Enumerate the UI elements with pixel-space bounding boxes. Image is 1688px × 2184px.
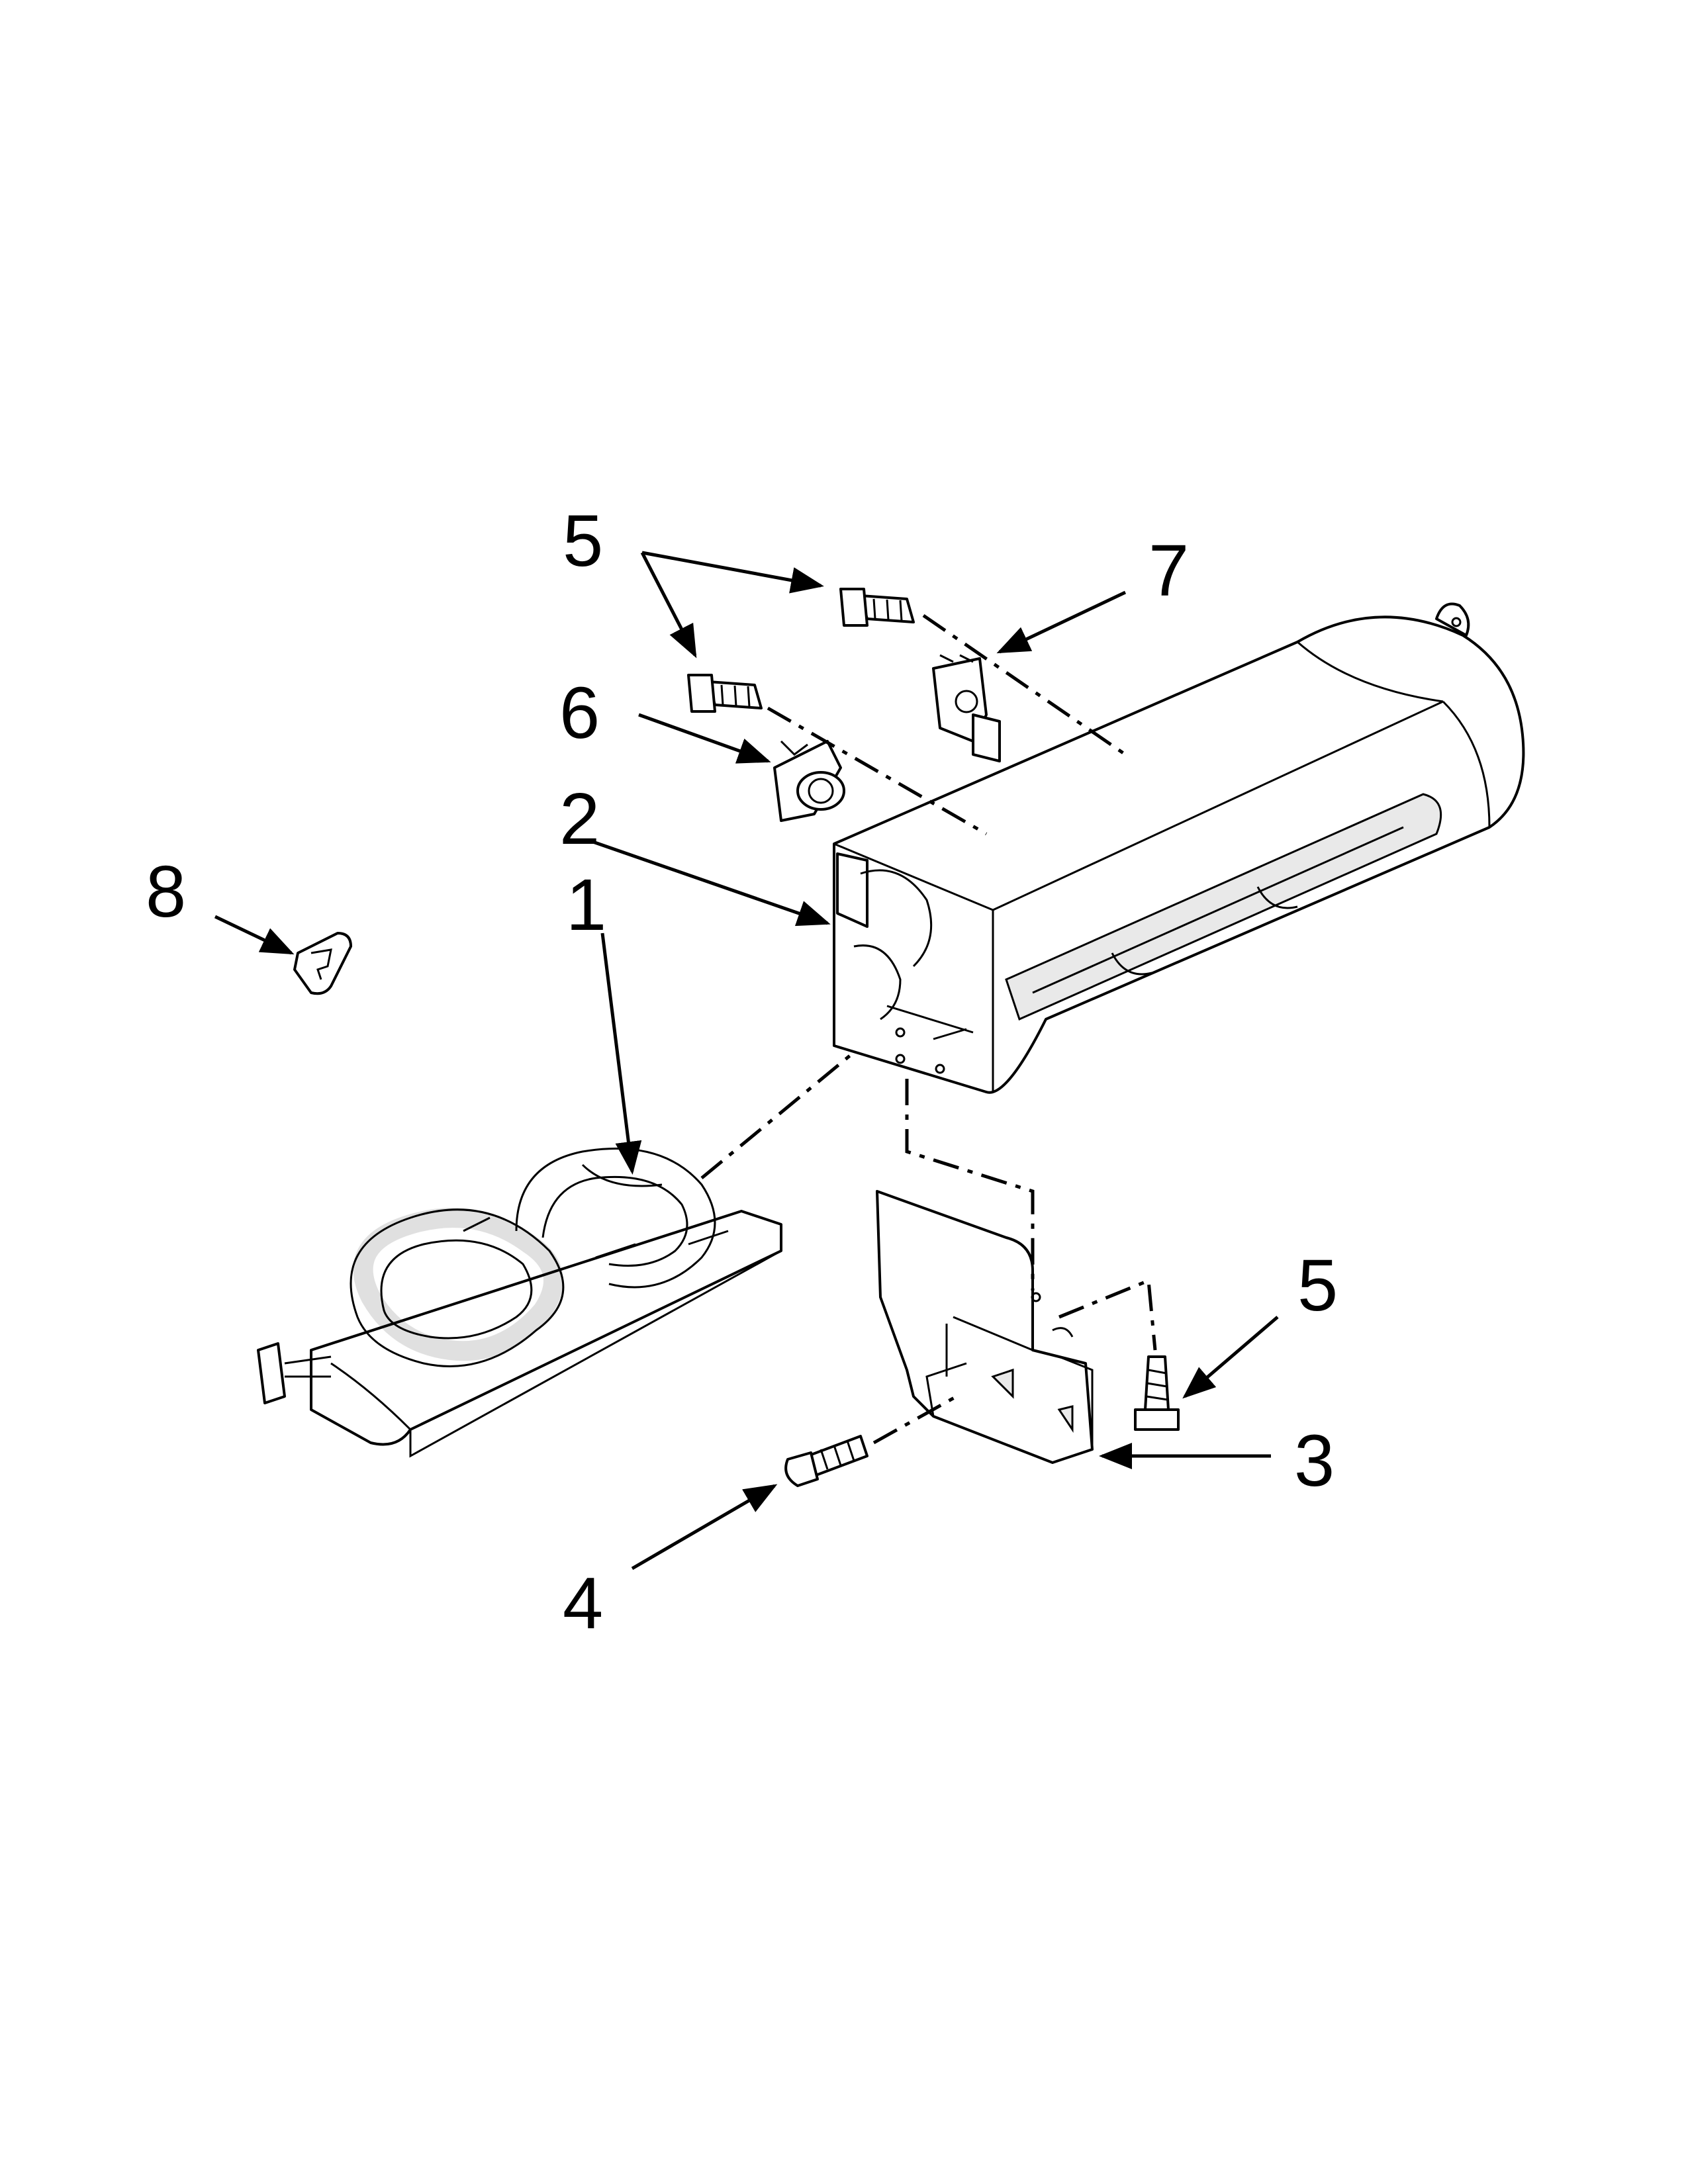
screw-part-5-lower [687,674,763,713]
callout-4: 4 [563,1563,603,1644]
thermostat-part-6 [773,740,845,822]
callout-7: 7 [1149,530,1189,612]
clip-part-8 [293,932,352,995]
screw-part-4 [784,1435,868,1487]
callout-5-right: 5 [1297,1245,1338,1326]
thermal-fuse-part-7 [932,654,1001,762]
mounting-bracket [876,1190,1094,1464]
callout-1: 1 [566,864,606,946]
callout-8: 8 [146,851,186,933]
heater-duct-housing [833,602,1525,1094]
callout-5-top: 5 [563,500,603,582]
alignment-lines [700,614,1157,1445]
leader-arrows [214,551,1279,1570]
screw-part-5-upper [839,588,915,627]
heating-element-assembly [257,1148,782,1458]
callout-2: 2 [559,778,600,860]
callout-6: 6 [559,672,600,754]
callout-3: 3 [1294,1420,1335,1502]
screw-part-5-right [1134,1355,1180,1431]
